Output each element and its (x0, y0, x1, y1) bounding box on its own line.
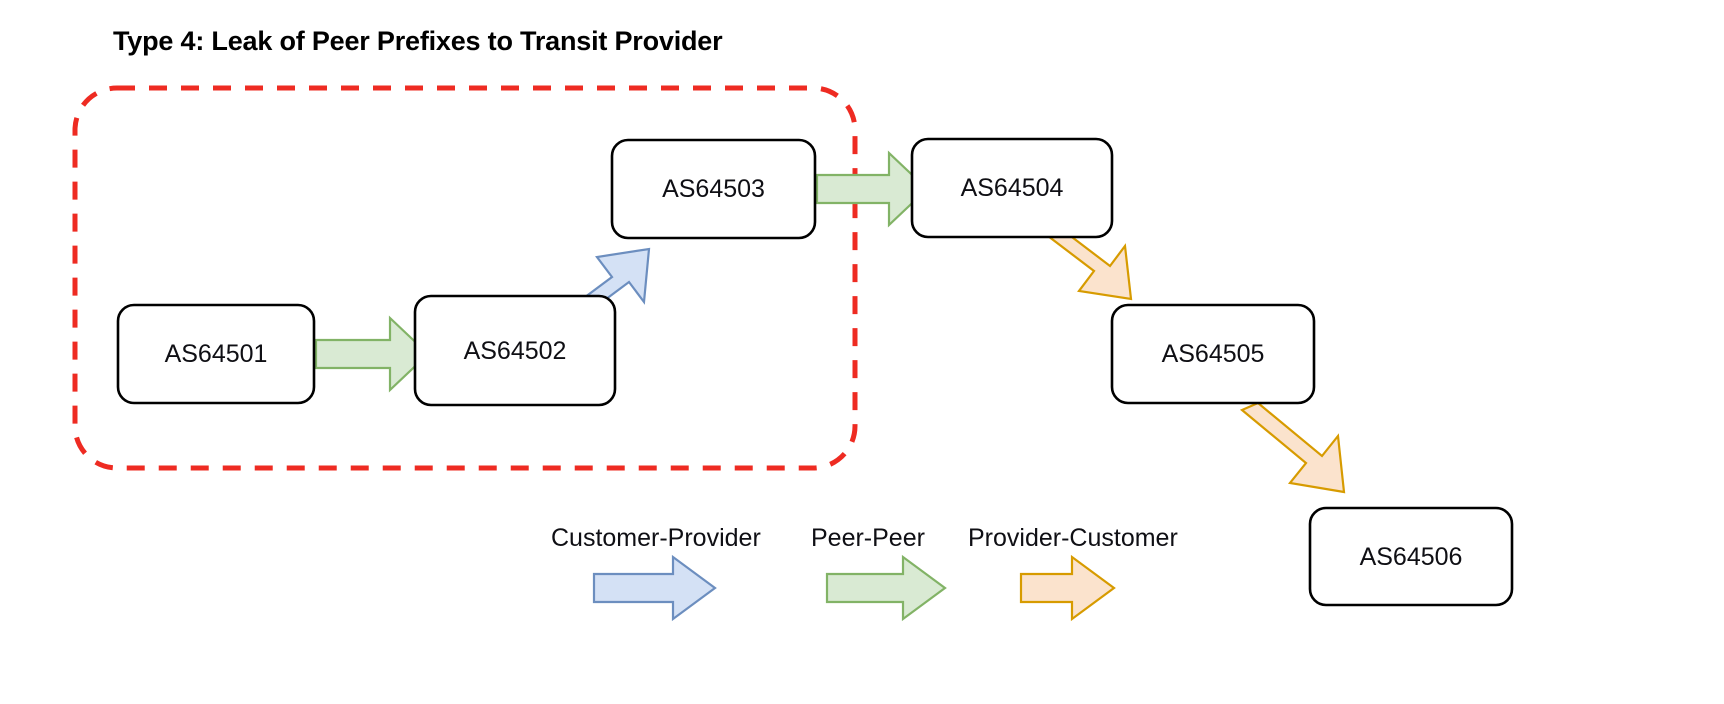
link-as64504-as64505 (1045, 229, 1133, 301)
link-as64505-as64506 (1239, 401, 1346, 494)
link-as64501-as64502 (314, 315, 430, 393)
legend-arrow-peer-peer (825, 554, 947, 622)
legend-label-peer-peer: Peer-Peer (811, 524, 925, 552)
legend-arrow-customer-provider (592, 554, 717, 622)
leak-boundary-dashed-rect (72, 85, 858, 471)
link-as64503-as64504 (815, 150, 929, 228)
legend-label-customer-provider: Customer-Provider (551, 524, 761, 552)
node-as64505-box[interactable] (1110, 303, 1316, 405)
node-as64506-box[interactable] (1308, 506, 1514, 607)
node-as64504-box[interactable] (910, 137, 1114, 239)
node-as64503-box[interactable] (610, 138, 817, 240)
legend-label-provider-customer: Provider-Customer (968, 524, 1178, 552)
node-as64501-box[interactable] (116, 303, 316, 405)
page-title: Type 4: Leak of Peer Prefixes to Transit… (113, 26, 723, 56)
legend-arrow-provider-customer (1019, 554, 1116, 622)
node-as64502-box[interactable] (413, 294, 617, 407)
